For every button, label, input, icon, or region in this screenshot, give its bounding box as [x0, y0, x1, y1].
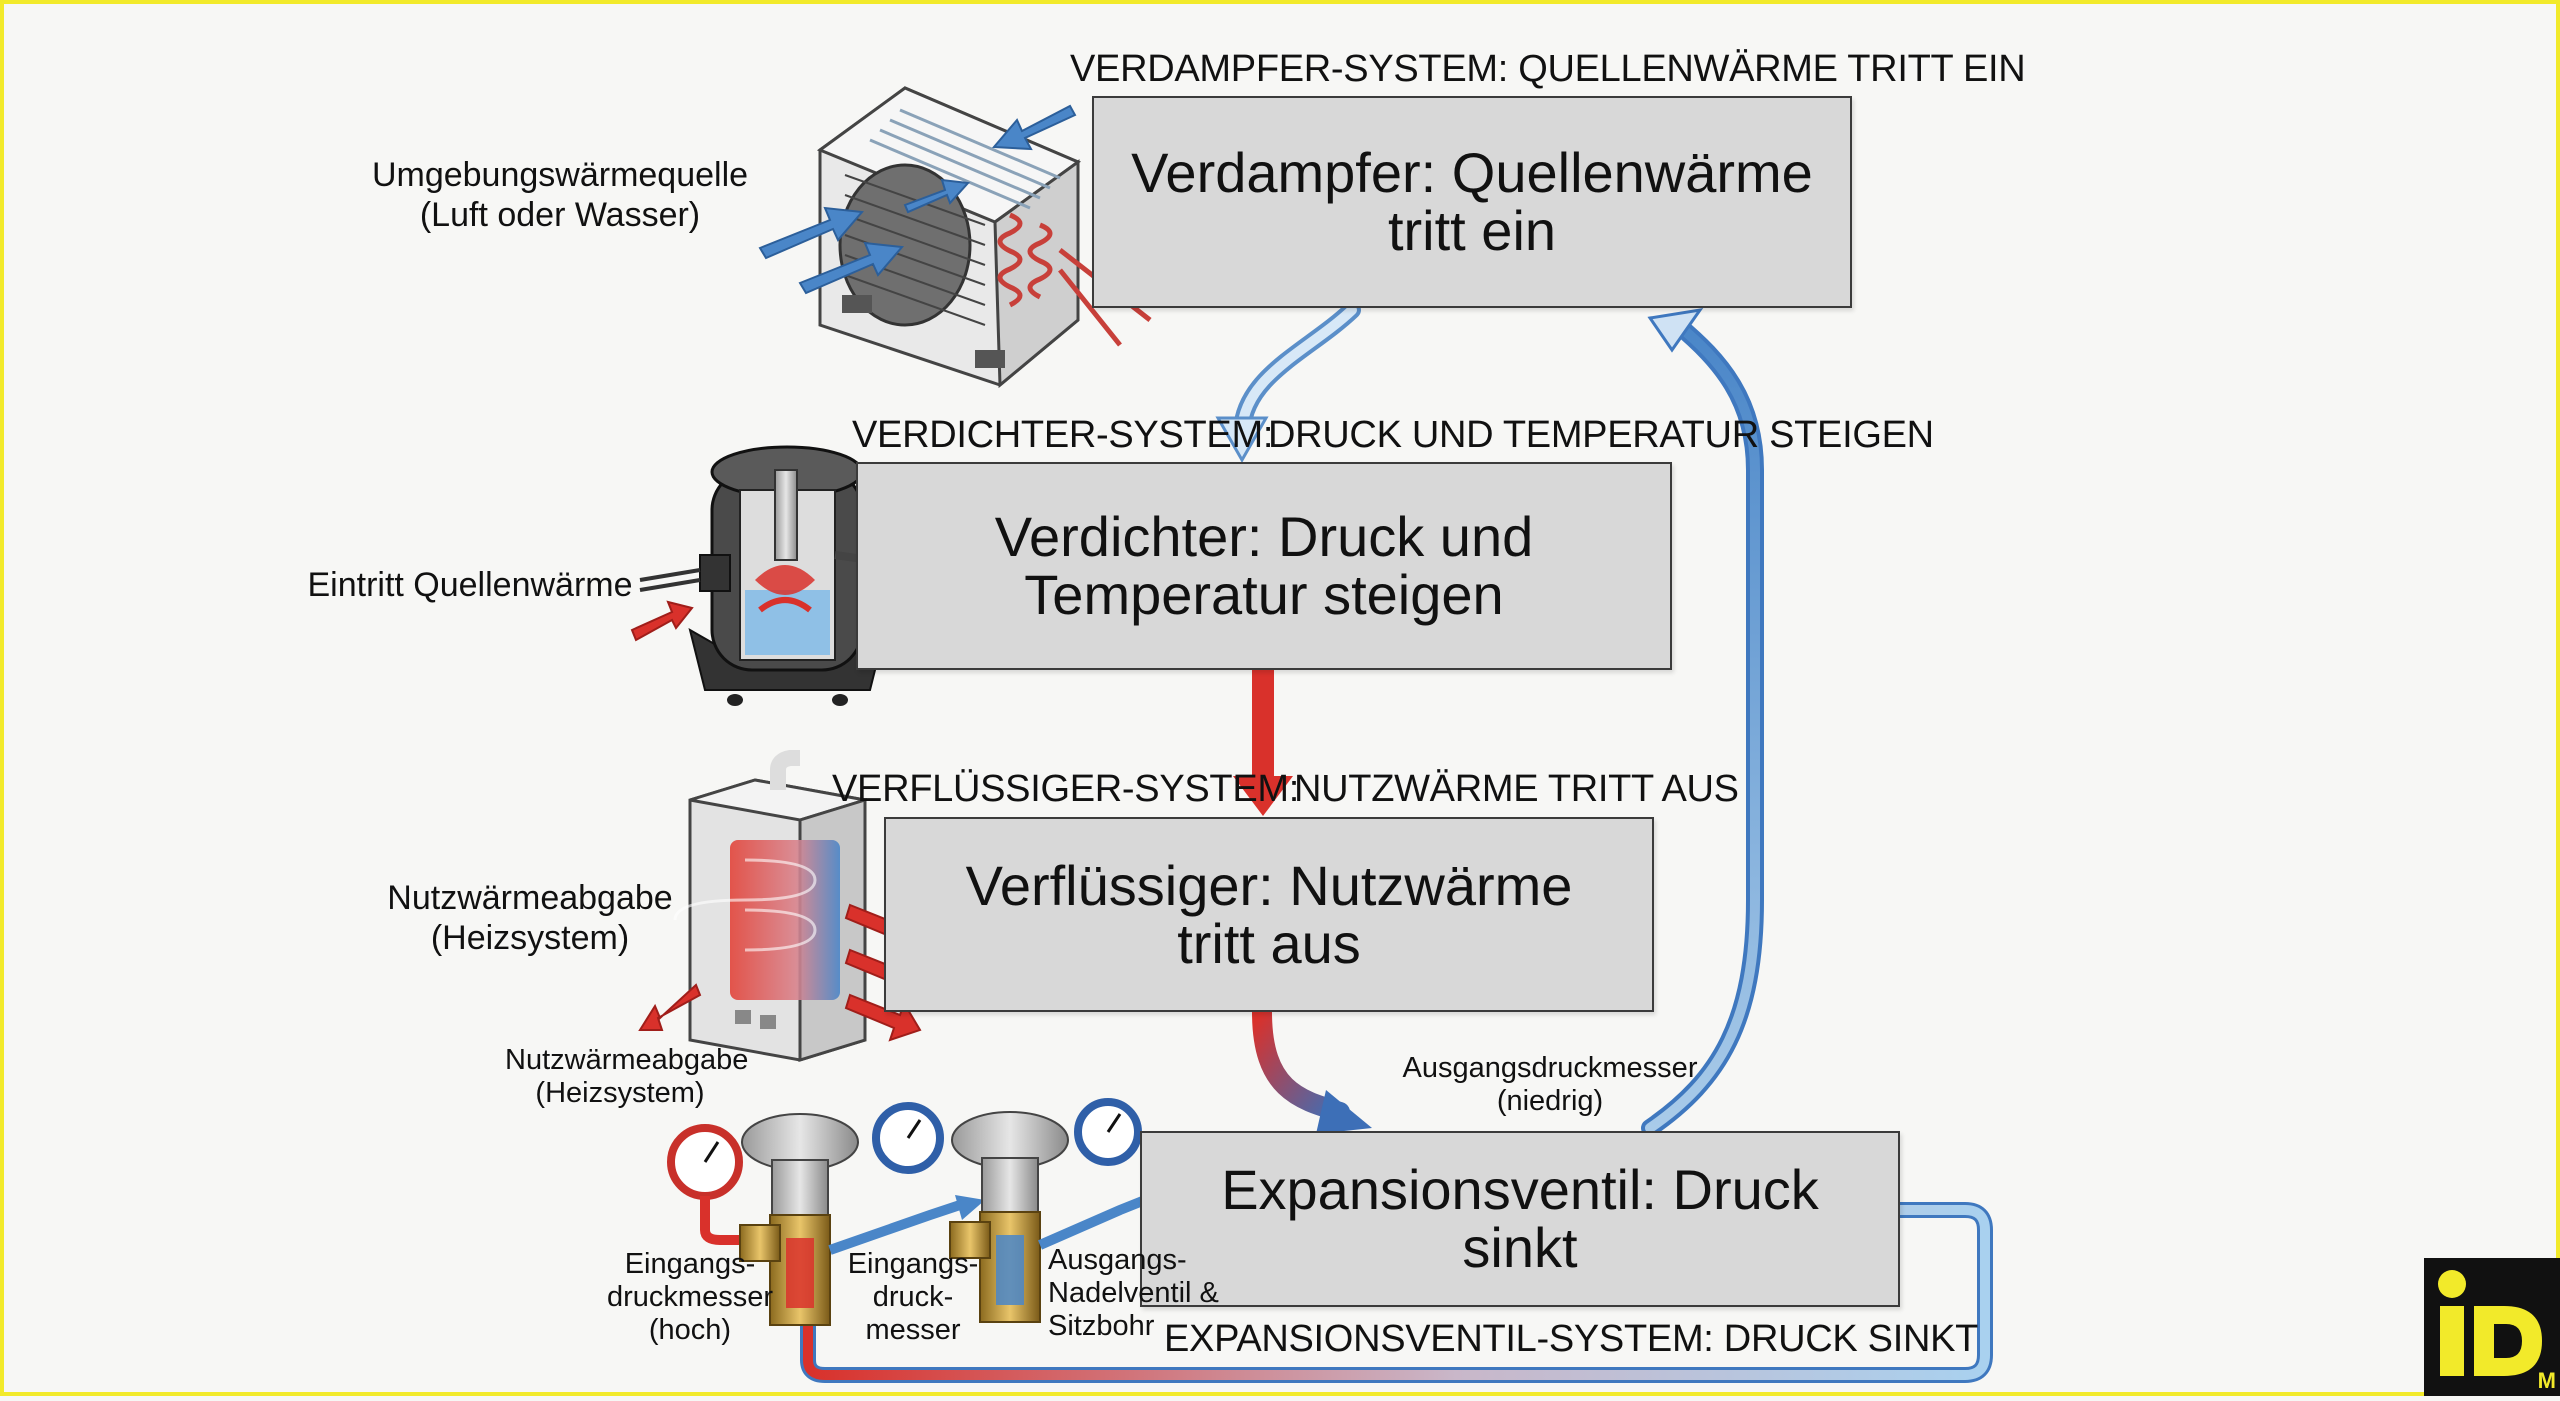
- compressor-illustration: [630, 445, 898, 706]
- flow-arrow-verdampfer-to-verdichter: [1215, 301, 1361, 464]
- brand-logo-sub: M: [2537, 1368, 2556, 1393]
- verfluessiger-box: Verflüssiger: Nutzwärme tritt aus: [884, 817, 1654, 1012]
- caption-verdichter-system-b: DRUCK UND TEMPERATUR STEIGEN: [1268, 414, 1934, 456]
- expansion-valve-assembly-illustration: [667, 1098, 1172, 1326]
- verdampfer-box-text: Verdampfer: Quellenwärme tritt ein: [1131, 141, 1813, 262]
- brand-logo: iD M: [2424, 1258, 2560, 1396]
- verfluessiger-box-text: Verflüssiger: Nutzwärme tritt aus: [965, 853, 1573, 975]
- caption-verfluessiger-system-a: VERFLÜSSIGER-SYSTEM:: [832, 768, 1299, 810]
- caption-expansion-system: EXPANSIONSVENTIL-SYSTEM: DRUCK SINKT: [1164, 1318, 1979, 1360]
- brand-logo-icon: [2438, 1270, 2542, 1376]
- label-ausgangs-nadelventil: Ausgangs- Nadelventil & Sitzbohr: [1048, 1244, 1219, 1342]
- expansionsventil-box-text: Expansionsventil: Druck sinkt: [1221, 1158, 1819, 1279]
- label-eingangsdruckmesser: Eingangs- druck- messer: [847, 1248, 979, 1346]
- outdoor-unit-illustration: [758, 86, 1152, 389]
- bottom-loop-pipe: [800, 1202, 1993, 1383]
- label-eintritt-quellenwaerme: Eintritt Quellenwärme: [307, 566, 633, 604]
- flow-arrow-verdichter-to-verfluessiger: [1233, 670, 1293, 816]
- caption-verdampfer-system: VERDAMPFER-SYSTEM: QUELLENWÄRME TRITT EI…: [1070, 48, 2026, 90]
- verdichter-box: Verdichter: Druck und Temperatur steigen: [856, 462, 1672, 670]
- flow-arrow-return-to-verdampfer: [1641, 307, 1764, 1137]
- verdichter-box-text: Verdichter: Druck und Temperatur steigen: [994, 505, 1534, 626]
- label-nutzwaermeabgabe-2: Nutzwärmeabgabe (Heizsystem): [505, 1044, 749, 1109]
- label-nutzwaermeabgabe-1: Nutzwärmeabgabe (Heizsystem): [387, 879, 673, 957]
- caption-verdichter-system-a: VERDICHTER-SYSTEM:: [852, 414, 1274, 456]
- label-eingangsdruckmesser-hoch: Eingangs- druckmesser (hoch): [607, 1248, 773, 1346]
- condenser-illustration: [638, 750, 922, 1063]
- flow-arrow-verfluessiger-to-expansion: [1252, 1002, 1372, 1134]
- expansionsventil-box: Expansionsventil: Druck sinkt: [1140, 1131, 1900, 1307]
- verdampfer-box: Verdampfer: Quellenwärme tritt ein: [1092, 96, 1852, 308]
- label-umgebungswaermequelle: Umgebungswärmequelle (Luft oder Wasser): [371, 156, 749, 234]
- caption-verfluessiger-system-b: NUTZWÄRME TRITT AUS: [1294, 768, 1739, 810]
- label-ausgangsdruckmesser: Ausgangsdruckmesser (niedrig): [1402, 1052, 1698, 1117]
